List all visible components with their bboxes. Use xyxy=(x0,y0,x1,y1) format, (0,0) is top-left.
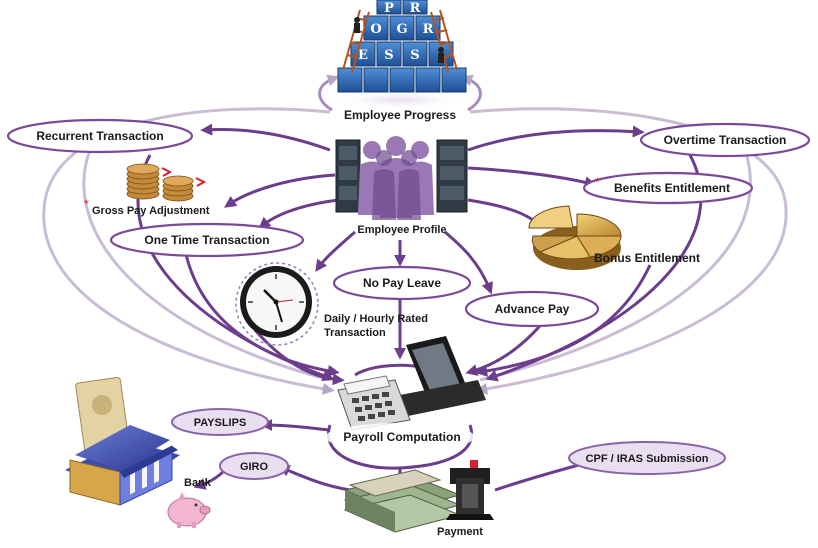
payroll-computation-label: Payroll Computation xyxy=(343,430,460,444)
one-time-transaction-node: One Time Transaction xyxy=(109,222,305,258)
progress-letter: S xyxy=(384,48,393,63)
employee-progress-label: Employee Progress xyxy=(344,108,456,122)
required-marker: * xyxy=(84,197,89,211)
progress-letter: G xyxy=(396,22,407,37)
coins-icon xyxy=(126,163,207,202)
overtime-transaction-node: Overtime Transaction xyxy=(639,122,811,158)
bank-building-icon xyxy=(65,377,180,506)
cpf-iras-submission-node: CPF / IRAS Submission xyxy=(568,441,726,475)
advance-pay-node: Advance Pay xyxy=(464,290,600,328)
money-stack-icon xyxy=(343,469,462,533)
clock-icon xyxy=(235,262,319,346)
progress-letter: O xyxy=(370,22,381,37)
advance-pay-label: Advance Pay xyxy=(495,302,570,316)
payslips-label: PAYSLIPS xyxy=(194,417,247,429)
progress-letter: R xyxy=(423,22,434,37)
bank-label: Bank xyxy=(184,477,212,489)
no-pay-leave-label: No Pay Leave xyxy=(363,276,441,290)
stamp-icon xyxy=(446,460,494,520)
employee-profile-label: Employee Profile xyxy=(357,224,446,236)
payment-label: Payment xyxy=(437,526,483,538)
bonus-entitlement-label: Bonus Entitlement xyxy=(594,251,700,265)
payroll-computation-node: Payroll Computation xyxy=(325,423,475,451)
progress-letter: P xyxy=(384,1,394,16)
daily-hourly-label-line2: Transaction xyxy=(324,327,386,339)
piggy-bank-icon xyxy=(167,492,211,528)
giro-label: GIRO xyxy=(240,461,269,473)
cpf-iras-submission-label: CPF / IRAS Submission xyxy=(586,453,709,465)
benefits-entitlement-node: * Benefits Entitlement xyxy=(582,171,754,205)
employee-profile-icon xyxy=(335,136,468,220)
progress-letter: R xyxy=(410,1,421,16)
no-pay-leave-node: No Pay Leave xyxy=(332,265,472,301)
progress-blocks-icon: P R O G R E S S xyxy=(330,0,470,110)
giro-node: GIRO xyxy=(219,452,289,480)
overtime-transaction-label: Overtime Transaction xyxy=(664,133,787,147)
recurrent-transaction-label: Recurrent Transaction xyxy=(36,129,163,143)
payslips-node: PAYSLIPS xyxy=(171,408,269,436)
flow-arrows xyxy=(42,74,788,492)
required-marker: * xyxy=(595,175,600,189)
pos-terminal-icon xyxy=(400,336,486,416)
pie-chart-icon xyxy=(528,205,622,270)
recurrent-transaction-node: Recurrent Transaction xyxy=(6,118,194,154)
progress-letter: E xyxy=(358,48,368,63)
benefits-entitlement-label: Benefits Entitlement xyxy=(614,181,730,195)
gross-pay-adjustment-label: Gross Pay Adjustment xyxy=(92,205,210,217)
one-time-transaction-label: One Time Transaction xyxy=(144,233,269,247)
calculator-icon xyxy=(337,375,411,431)
daily-hourly-label-line1: Daily / Hourly Rated xyxy=(324,313,428,325)
progress-letter: S xyxy=(410,48,419,63)
